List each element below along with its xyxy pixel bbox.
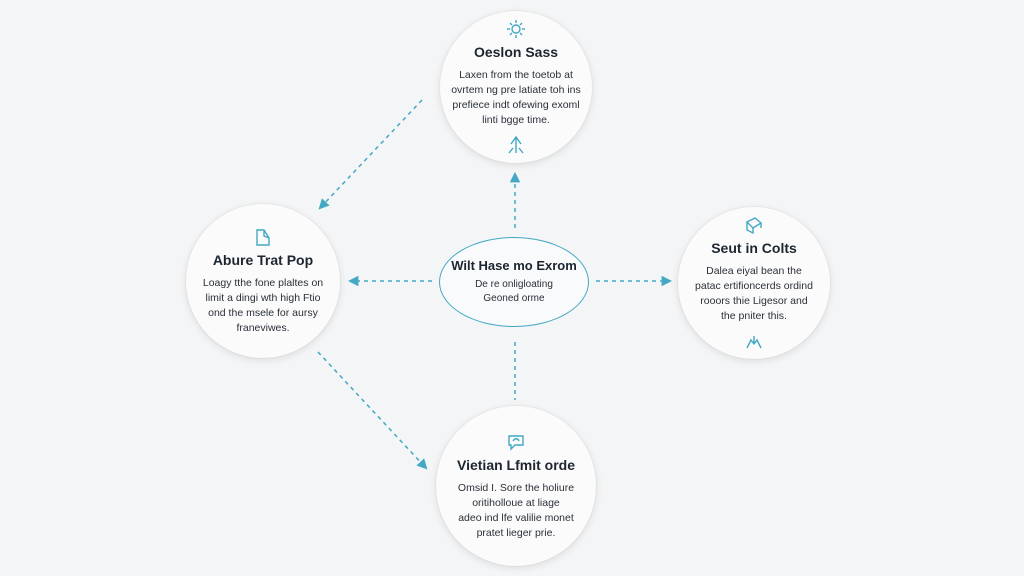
arrow-up-icon	[505, 134, 527, 156]
sun-icon	[505, 18, 527, 40]
connector-left-to-bottom	[317, 351, 428, 470]
node-top-body: Laxen from the toetob at ovrtem ng pre l…	[451, 69, 581, 126]
box-icon	[743, 214, 765, 236]
node-left-title: Abure Trat Pop	[212, 252, 314, 268]
hands-icon	[743, 330, 765, 352]
document-icon	[252, 226, 274, 248]
node-right-body: Dalea eiyal bean the patac ertifioncerds…	[695, 265, 813, 322]
node-top-title: Oeslon Sass	[473, 44, 559, 60]
node-bottom-title: Vietian Lfmit orde	[457, 457, 575, 473]
node-right-title: Seut in Colts	[711, 240, 797, 256]
center-hub-body: De re onligloating Geoned orme	[475, 279, 553, 304]
node-bottom[interactable]: Vietian Lfmit orde Omsid I. Sore the hol…	[436, 406, 596, 566]
center-hub-title: Wilt Hase mo Exrom	[451, 258, 577, 273]
connector-top-to-left	[318, 99, 423, 210]
node-left-body: Loagy tthe fone plaltes on limit a dingi…	[202, 277, 324, 334]
chat-icon	[505, 431, 527, 453]
node-left[interactable]: Abure Trat Pop Loagy tthe fone plaltes o…	[186, 204, 340, 358]
node-right[interactable]: Seut in Colts Dalea eiyal bean the patac…	[678, 207, 830, 359]
node-top[interactable]: Oeslon Sass Laxen from the toetob at ovr…	[440, 11, 592, 163]
center-hub[interactable]: Wilt Hase mo Exrom De re onligloating Ge…	[439, 237, 589, 327]
node-bottom-body: Omsid I. Sore the holiure oritiholloue a…	[457, 482, 575, 539]
